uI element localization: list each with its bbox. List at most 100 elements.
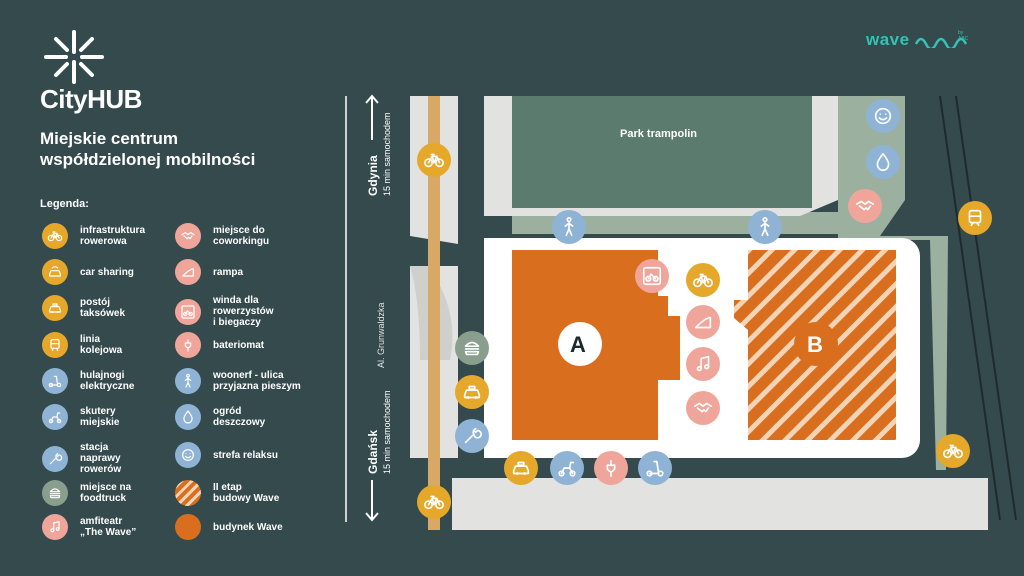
legend-label: II etap budowy Wave: [213, 482, 280, 504]
legend-item-wrench: stacja naprawy rowerów: [42, 442, 176, 475]
map-battery-icon: [594, 451, 628, 485]
legend-label: skutery miejskie: [80, 406, 120, 428]
wave-logo-text: wave: [866, 30, 910, 49]
map-bike-elevator-icon: [635, 259, 669, 293]
ramp-icon: [175, 259, 201, 285]
map-pedestrian-icon: [748, 210, 782, 244]
legend-label: woonerf - ulica przyjazna pieszym: [213, 370, 301, 392]
map-handshake-icon: [848, 189, 882, 223]
legend-item-bike-elevator: winda dla rowerzystów i biegaczy: [175, 295, 309, 328]
legend-item-bicycle: infrastruktura rowerowa: [42, 223, 176, 249]
scooter-icon: [42, 368, 68, 394]
arrow-south: [365, 480, 379, 522]
smile-icon: [175, 442, 201, 468]
park-label: Park trampolin: [620, 128, 698, 140]
striped-building-icon: [175, 480, 201, 506]
map-scooter-icon: [638, 451, 672, 485]
handshake-icon: [175, 223, 201, 249]
legend-label: rampa: [213, 266, 244, 278]
map-music-icon: [686, 347, 720, 381]
legend-label: miejsce na foodtruck: [80, 482, 132, 504]
map-wrench-icon: [455, 419, 489, 453]
building-b-marker: [794, 322, 838, 366]
legend-label: ogród deszczowy: [213, 406, 266, 428]
legend-item-music: amfiteatr „The Wave”: [42, 514, 176, 540]
building-b-label: B: [807, 332, 823, 357]
bike-elevator-icon: [175, 298, 201, 325]
legend-item-water-drop: ogród deszczowy: [175, 404, 309, 430]
north-city-label: Gdynia: [366, 155, 380, 196]
map-train-icon: [958, 201, 992, 235]
moped-icon: [42, 404, 68, 430]
map-burger-icon: [455, 331, 489, 365]
wave-tag: by ABC: [958, 30, 969, 42]
music-icon: [42, 514, 68, 540]
south-city-label: Gdańsk: [366, 429, 380, 474]
legend-item-smile: strefa relaksu: [175, 442, 309, 468]
south-time-label: 15 min samochodem: [382, 390, 392, 474]
legend-label: budynek Wave: [213, 521, 283, 533]
road-grunwaldzka: [428, 96, 440, 530]
legend-item-ramp: rampa: [175, 259, 309, 285]
map-bicycle-icon: [936, 434, 970, 468]
map-bicycle-icon: [417, 143, 451, 177]
park-trampolin-area: [512, 96, 812, 208]
legend-item-battery: bateriomat: [175, 332, 309, 358]
legend-title: Legenda:: [40, 198, 89, 210]
legend-item-car-sharing: car sharing: [42, 259, 176, 285]
legend-label: strefa relaksu: [213, 449, 279, 461]
legend-label: postój taksówek: [80, 297, 126, 319]
legend-label: infrastruktura rowerowa: [80, 225, 146, 247]
building-a-label: A: [570, 332, 586, 357]
street-label: Al. Grunwaldzka: [376, 302, 386, 368]
map-bicycle-icon: [417, 485, 451, 519]
brand-name: CityHUB: [40, 84, 142, 114]
map-moped-icon: [550, 451, 584, 485]
legend-label: miejsce do coworkingu: [213, 225, 270, 247]
legend-label: stacja naprawy rowerów: [80, 442, 122, 475]
legend-item-striped-building: II etap budowy Wave: [175, 480, 309, 506]
map-handshake-icon: [686, 391, 720, 425]
legend-item-taxi: postój taksówek: [42, 295, 176, 321]
pedestrian-icon: [175, 368, 201, 394]
rail-line-2: [955, 95, 1017, 521]
cityhub-logo: [42, 28, 106, 91]
legend-item-train: linia kolejowa: [42, 332, 176, 358]
legend-label: linia kolejowa: [80, 334, 123, 356]
map-pedestrian-icon: [552, 210, 586, 244]
legend-item-handshake: miejsce do coworkingu: [175, 223, 309, 249]
taxi-icon: [42, 295, 68, 321]
water-drop-icon: [175, 404, 201, 430]
wrench-icon: [42, 445, 68, 472]
map-ramp-icon: [686, 305, 720, 339]
building-a-marker: [558, 322, 602, 366]
legend-item-building: budynek Wave: [175, 514, 309, 540]
legend-label: amfiteatr „The Wave”: [80, 516, 137, 538]
legend-item-burger: miejsce na foodtruck: [42, 480, 176, 506]
building-icon: [175, 514, 201, 540]
legend-label: car sharing: [80, 266, 134, 278]
legend-item-pedestrian: woonerf - ulica przyjazna pieszym: [175, 368, 309, 394]
battery-icon: [175, 332, 201, 358]
bicycle-icon: [42, 223, 68, 249]
rail-line-1: [939, 95, 1001, 521]
map-bicycle-icon: [686, 263, 720, 297]
map-taxi-icon: [504, 451, 538, 485]
block-bottom: [452, 478, 988, 530]
legend-label: bateriomat: [213, 339, 265, 351]
train-icon: [42, 332, 68, 358]
burger-icon: [42, 480, 68, 506]
legend-label: winda dla rowerzystów i biegaczy: [213, 295, 274, 328]
north-time-label: 15 min samochodem: [382, 112, 392, 196]
map-smile-icon: [866, 99, 900, 133]
legend-item-moped: skutery miejskie: [42, 404, 176, 430]
car-sharing-icon: [42, 259, 68, 285]
legend-item-scooter: hulajnogi elektryczne: [42, 368, 176, 394]
map-water-drop-icon: [866, 145, 900, 179]
page-subtitle: Miejskie centrum współdzielonej mobilnoś…: [40, 129, 256, 169]
legend-label: hulajnogi elektryczne: [80, 370, 135, 392]
arrow-north: [365, 94, 379, 140]
map-taxi-icon: [455, 375, 489, 409]
wave-logo: wave by ABC: [866, 30, 970, 50]
